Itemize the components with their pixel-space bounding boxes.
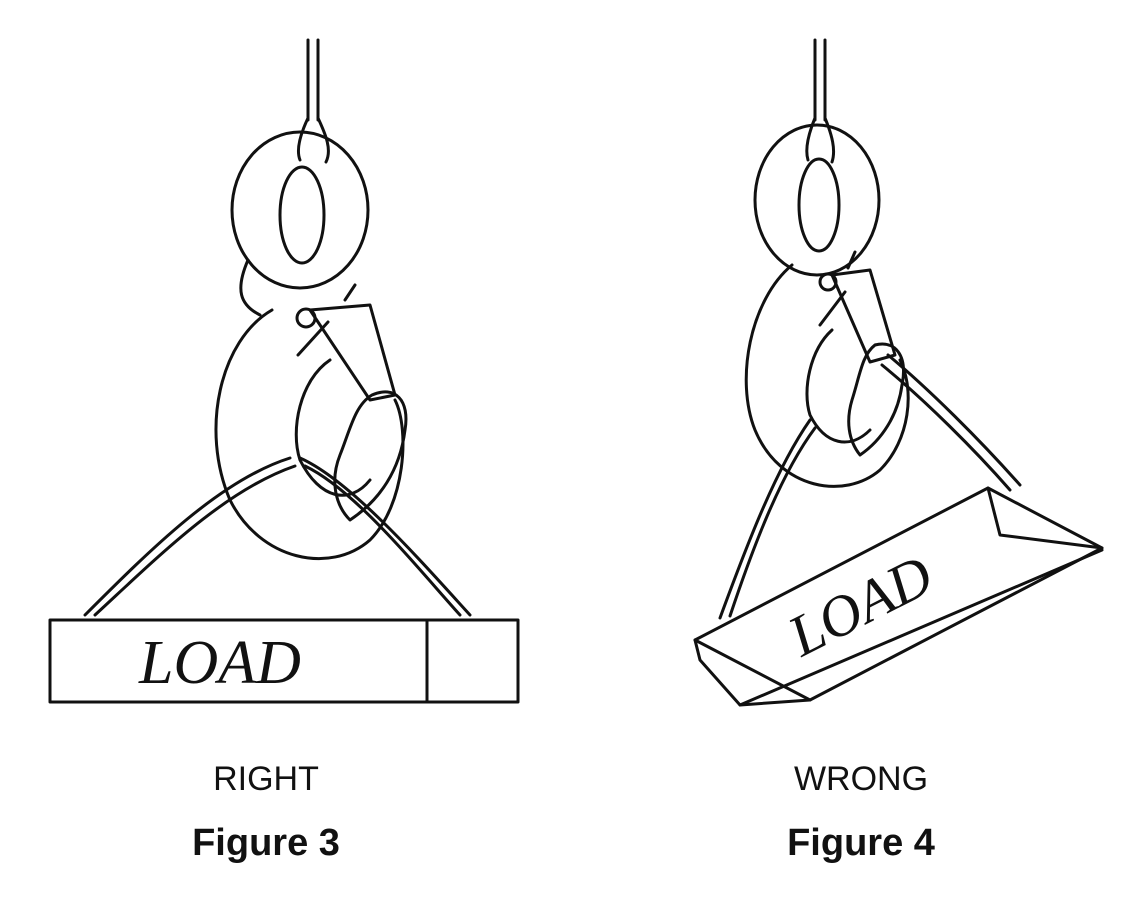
figure-number-label: Figure 3 <box>192 822 340 864</box>
hook-neck <box>239 258 262 317</box>
latch-plate <box>830 268 897 364</box>
sling-left-leg <box>718 418 812 620</box>
wire-rope <box>813 38 827 122</box>
load-label: LOAD <box>777 542 942 669</box>
latch-spring <box>818 250 857 327</box>
hook-eye-inner <box>797 157 841 253</box>
hook-eye-outer <box>230 130 370 290</box>
load-block-front <box>693 638 812 707</box>
hook-eye-inner <box>278 165 326 265</box>
figure-right-rigging: LOAD RIGHT Figure 3 <box>0 0 570 900</box>
latch-pin <box>818 272 838 292</box>
sling-right-leg-2 <box>880 363 1012 492</box>
hook-tip <box>847 342 905 457</box>
hook-inner <box>805 328 872 444</box>
load-label: LOAD <box>138 629 301 697</box>
hook-body <box>214 308 405 561</box>
figure-status-label: RIGHT <box>213 760 319 798</box>
sling-right-leg-2 <box>303 464 462 617</box>
sling-left-leg <box>83 456 292 617</box>
wire-rope <box>306 38 320 122</box>
sling-left-leg-2 <box>728 426 817 618</box>
rope-eye <box>805 116 836 164</box>
latch-spring <box>296 283 357 357</box>
rope-eye <box>296 116 330 164</box>
hook-diagram-right: LOAD <box>48 38 520 704</box>
figure-status-label: WRONG <box>793 760 929 798</box>
sling-right-leg <box>298 456 472 617</box>
hook-tip <box>333 390 408 522</box>
figure-number-label: Figure 4 <box>787 822 935 864</box>
load-block <box>48 618 520 704</box>
hook-diagram-wrong: LOAD <box>693 38 1104 707</box>
hook-inner <box>294 358 372 497</box>
latch-pin <box>295 307 317 329</box>
figure-wrong-rigging: LOAD WRONG Figure 4 <box>570 0 1141 900</box>
sling-left-leg-2 <box>93 464 297 617</box>
load-block-edge <box>738 548 1104 707</box>
hook-eye-outer <box>753 123 881 277</box>
hook-body <box>744 263 910 488</box>
load-block-end <box>986 486 1104 550</box>
sling-right-leg <box>886 353 1022 487</box>
latch-plate <box>308 303 397 402</box>
